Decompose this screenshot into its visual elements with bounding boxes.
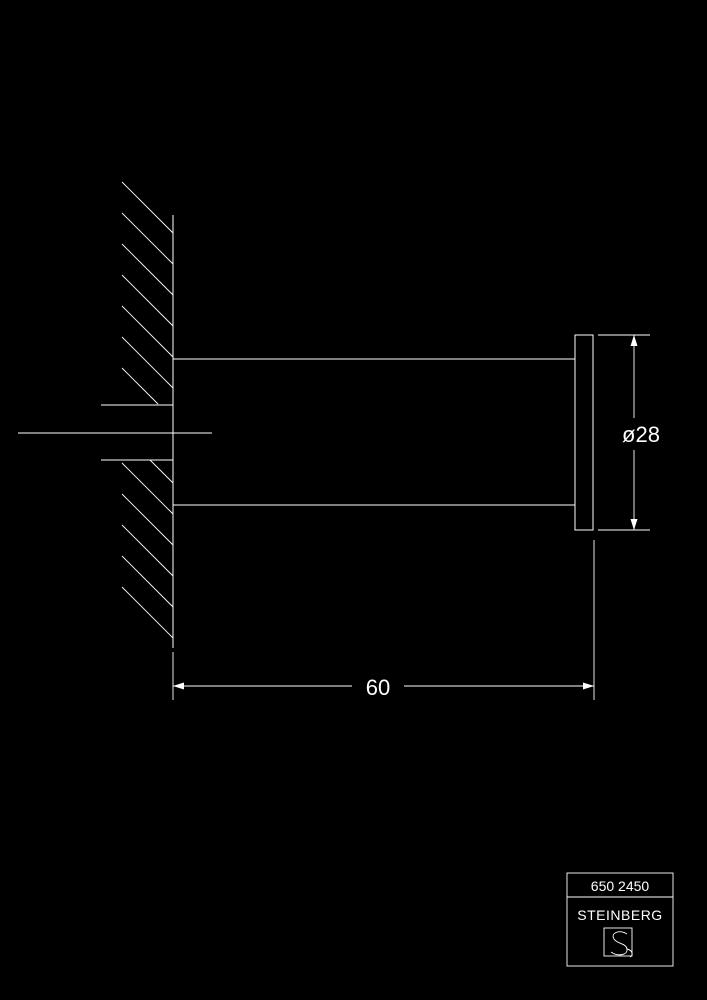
title-block: 650 2450 STEINBERG: [566, 872, 674, 967]
length-arrow-left: [173, 682, 184, 690]
diameter-dimension: ø28: [598, 334, 660, 531]
title-block-frame: [566, 872, 674, 967]
end-cap: [574, 334, 594, 531]
length-label: 60: [366, 675, 390, 700]
wall-fixing: [18, 404, 212, 461]
product-code: 650 2450: [591, 878, 650, 894]
diameter-arrow-top: [630, 335, 638, 346]
brand-name: STEINBERG: [577, 907, 662, 923]
wall: [121, 181, 174, 648]
steinberg-s-logo-icon: [603, 927, 633, 958]
length-dimension: 60: [172, 540, 595, 700]
wall-hatching: [121, 181, 174, 639]
diameter-label: ø28: [622, 422, 660, 447]
length-arrow-right: [583, 682, 594, 690]
diameter-arrow-bottom: [630, 519, 638, 530]
hook-body: [173, 358, 576, 506]
